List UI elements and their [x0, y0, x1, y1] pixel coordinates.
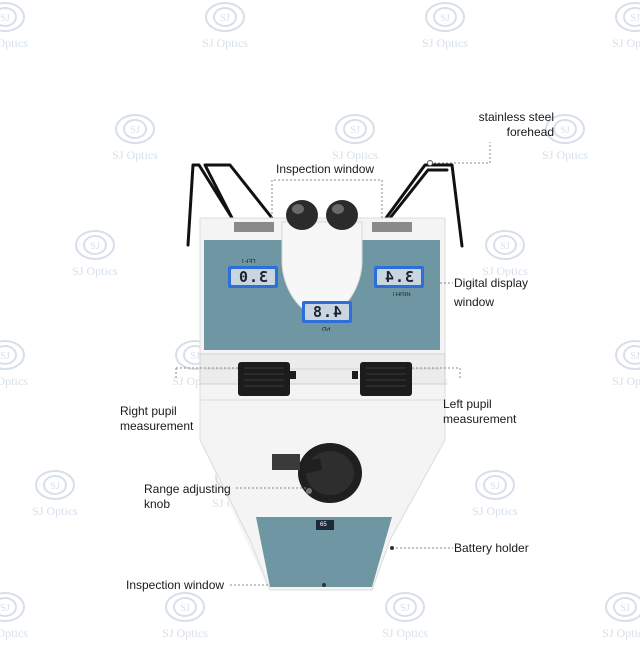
svg-text:SJ: SJ — [500, 241, 510, 252]
svg-text:SJ: SJ — [90, 241, 100, 252]
lower-badge: 65 — [320, 522, 327, 528]
right-pupil-slider — [238, 362, 290, 396]
forehead-wire — [186, 163, 464, 248]
range-knob-callout: Range adjusting knob — [144, 482, 231, 511]
svg-text:SJ: SJ — [560, 125, 570, 136]
inspection-window-bottom-callout: Inspection window — [126, 578, 225, 592]
right-lcd-display: 3.4 — [374, 266, 424, 288]
watermark-logo: SJ SJ Optics — [20, 468, 90, 524]
svg-text:SJ: SJ — [490, 481, 500, 492]
left-lcd-label: LEFT — [241, 257, 256, 263]
watermark-text: SJ Optics — [0, 374, 28, 388]
watermark-text: SJ Optics — [332, 148, 378, 162]
watermark-text: SJ Optics — [422, 36, 468, 50]
svg-text:SJ: SJ — [130, 125, 140, 136]
watermark-logo: SJ SJ Optics — [190, 0, 260, 56]
left-pupil-slider — [360, 362, 412, 396]
watermark-text: SJ Optics — [612, 374, 640, 388]
digital-display-callout-line1: Digital display — [454, 276, 529, 290]
svg-text:SJ: SJ — [190, 351, 200, 362]
watermark-text: SJ Optics — [472, 504, 518, 518]
battery-holder-callout: Battery holder — [454, 541, 529, 555]
watermark-text: SJ Optics — [32, 504, 78, 518]
watermark-logo: SJ SJ Optics — [0, 0, 40, 56]
forehead-callout: stainless steel forehead — [478, 110, 554, 139]
watermark-logo: SJ SJ Optics — [530, 112, 600, 168]
svg-text:SJ: SJ — [0, 603, 10, 614]
watermark-logo: SJ SJ Optics — [600, 0, 640, 56]
watermark-logo: SJ SJ Optics — [590, 590, 640, 646]
watermark-logo: SJ SJ Optics — [470, 228, 540, 284]
watermark-text: SJ Optics — [482, 264, 528, 278]
lower-inspection-window — [256, 517, 392, 587]
left-lcd-reading: 3.0 — [231, 268, 275, 286]
svg-text:SJ: SJ — [440, 13, 450, 24]
svg-text:SJ: SJ — [50, 481, 60, 492]
watermark-logo: SJ SJ Optics — [0, 338, 40, 394]
watermark-text: SJ Optics — [542, 148, 588, 162]
watermark-logo: SJ SJ Optics — [100, 112, 170, 168]
watermark-text: SJ Optics — [0, 36, 28, 50]
watermark-text: SJ Optics — [382, 626, 428, 640]
right-lcd-reading: 3.4 — [377, 268, 421, 286]
watermark-text: SJ Optics — [72, 264, 118, 278]
digital-display-callout-line2: window — [454, 295, 495, 309]
watermark-text: SJ Optics — [162, 626, 208, 640]
svg-text:SJ: SJ — [220, 13, 230, 24]
watermark-logo: SJ SJ Optics — [460, 468, 530, 524]
pd-lcd-label: PD — [322, 325, 331, 331]
svg-text:SJ: SJ — [0, 13, 10, 24]
svg-text:SJ: SJ — [0, 351, 10, 362]
svg-text:SJ: SJ — [180, 603, 190, 614]
watermark-text: SJ Optics — [602, 626, 640, 640]
watermark-text: SJ Optics — [202, 36, 248, 50]
watermark-text: SJ Optics — [112, 148, 158, 162]
svg-text:SJ: SJ — [620, 603, 630, 614]
pd-lcd-reading: 4.8 — [305, 303, 349, 321]
watermark-logo: SJ SJ Optics — [370, 590, 440, 646]
watermark-logo: SJ SJ Optics — [320, 112, 390, 168]
watermark-text: SJ Optics — [0, 626, 28, 640]
watermark-logo: SJ SJ Optics — [0, 590, 40, 646]
right-lcd-label: RIGHT — [392, 290, 411, 296]
pd-lcd-display: 4.8 — [302, 301, 352, 323]
svg-text:SJ: SJ — [630, 351, 640, 362]
svg-text:SJ: SJ — [350, 125, 360, 136]
svg-text:SJ: SJ — [400, 603, 410, 614]
right-pupil-callout: Right pupil measurement — [120, 404, 194, 433]
watermark-text: SJ Optics — [612, 36, 640, 50]
watermark-logo: SJ SJ Optics — [150, 590, 220, 646]
watermark-logo: SJ SJ Optics — [60, 228, 130, 284]
inspection-window-top-callout: Inspection window — [276, 162, 375, 176]
left-pupil-callout: Left pupil measurement — [443, 397, 517, 426]
watermark-logo: SJ SJ Optics — [600, 338, 640, 394]
watermark-logo: SJ SJ Optics — [410, 0, 480, 56]
svg-text:SJ: SJ — [630, 13, 640, 24]
left-lcd-display: 3.0 — [228, 266, 278, 288]
